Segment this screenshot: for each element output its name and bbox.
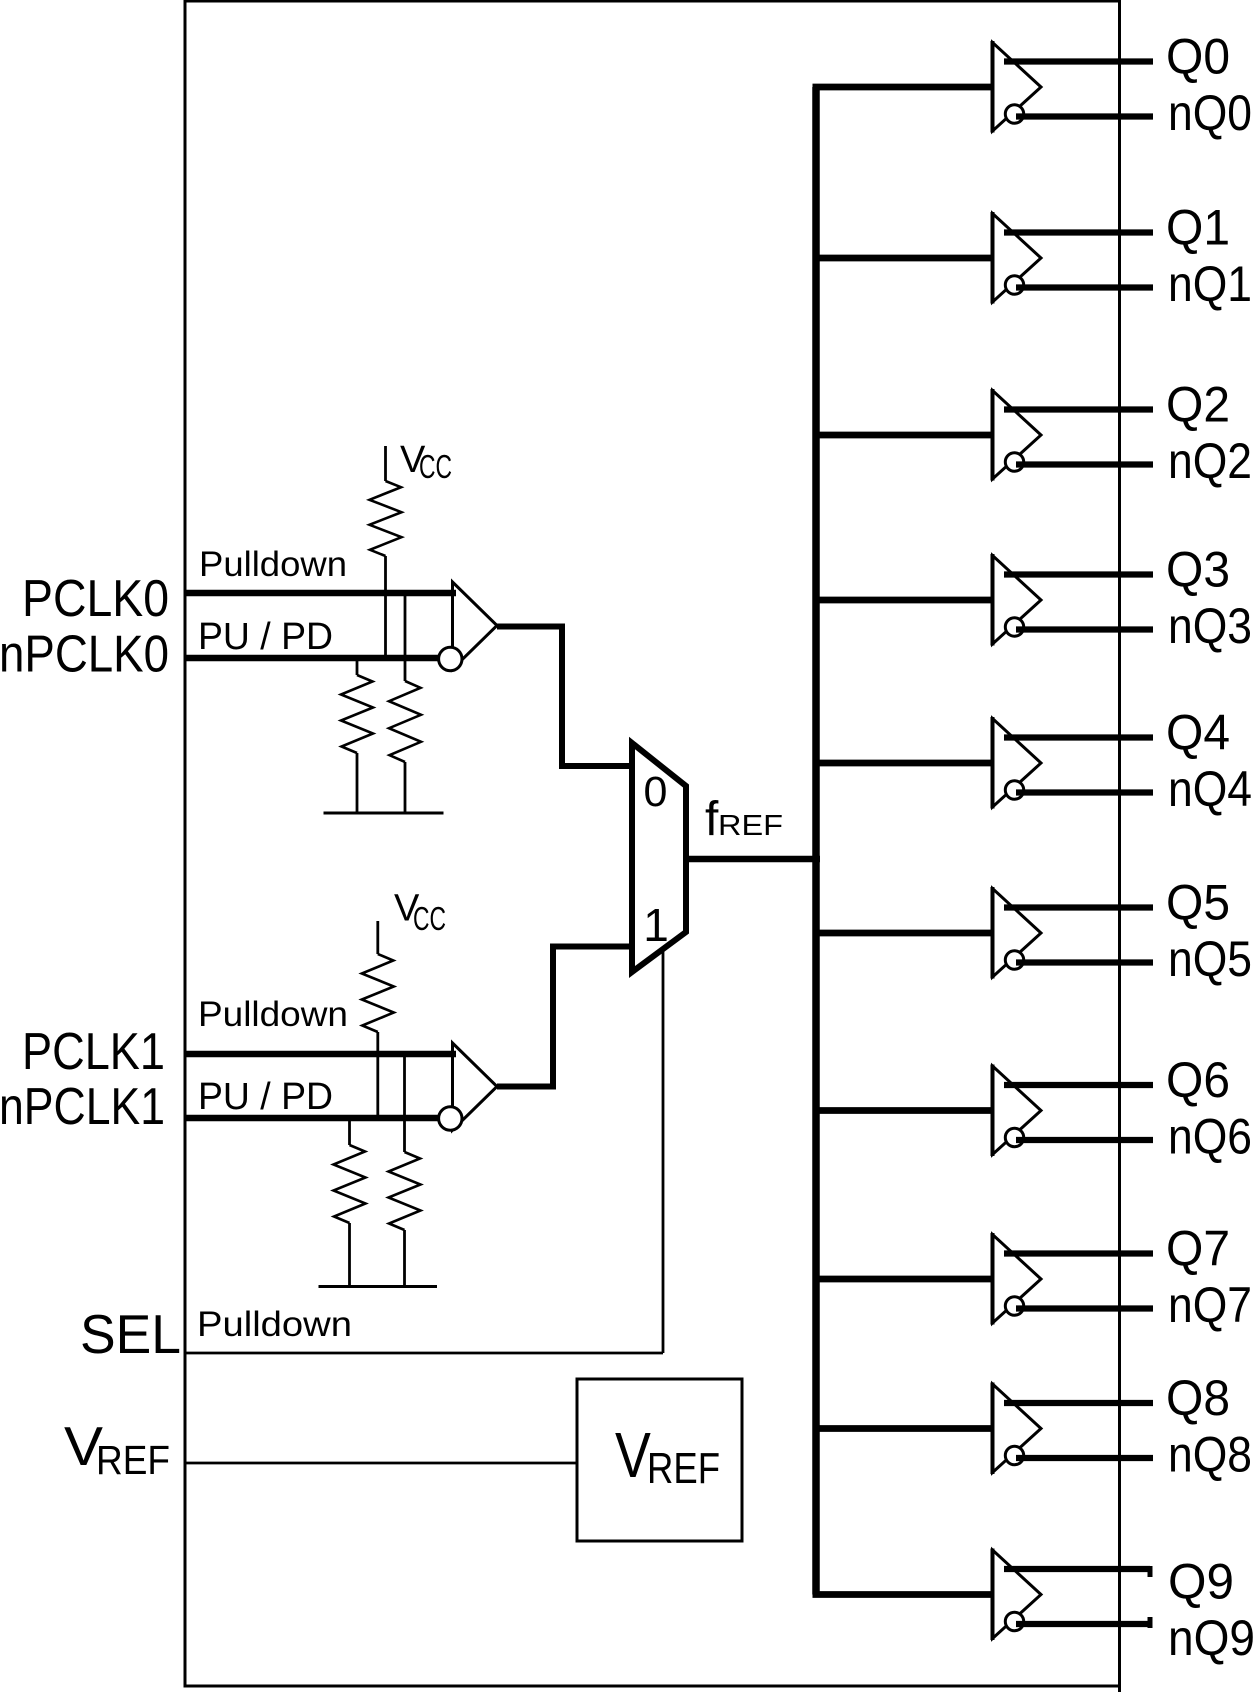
- svg-text:Pulldown: Pulldown: [199, 545, 347, 584]
- svg-text:REF: REF: [647, 1444, 720, 1493]
- svg-text:Q3: Q3: [1166, 542, 1230, 598]
- svg-text:Q0: Q0: [1166, 29, 1230, 85]
- svg-text:Q7: Q7: [1166, 1221, 1230, 1277]
- svg-text:Pulldown: Pulldown: [197, 1305, 352, 1344]
- svg-text:1: 1: [643, 899, 669, 951]
- svg-text:nQ8: nQ8: [1168, 1427, 1252, 1483]
- svg-text:V: V: [64, 1415, 103, 1477]
- svg-text:Q1: Q1: [1166, 200, 1230, 256]
- svg-text:REF: REF: [718, 810, 783, 842]
- svg-text:V: V: [615, 1419, 651, 1492]
- svg-text:Pulldown: Pulldown: [198, 995, 348, 1034]
- svg-text:SEL: SEL: [80, 1303, 181, 1365]
- svg-text:Q5: Q5: [1166, 875, 1230, 931]
- svg-text:nPCLK0: nPCLK0: [0, 626, 169, 684]
- svg-text:nQ3: nQ3: [1168, 598, 1252, 654]
- svg-text:nQ2: nQ2: [1168, 433, 1252, 489]
- svg-text:REF: REF: [96, 1437, 170, 1483]
- svg-text:nQ9: nQ9: [1168, 1610, 1255, 1666]
- svg-text:f: f: [705, 793, 719, 846]
- svg-text:nQ0: nQ0: [1168, 85, 1252, 141]
- svg-text:0: 0: [644, 768, 668, 816]
- svg-text:CC: CC: [413, 900, 446, 937]
- svg-text:Q8: Q8: [1166, 1370, 1230, 1426]
- svg-text:PU / PD: PU / PD: [198, 1076, 333, 1118]
- svg-text:CC: CC: [419, 448, 452, 485]
- svg-text:Q2: Q2: [1166, 377, 1230, 433]
- svg-text:nQ4: nQ4: [1168, 761, 1252, 817]
- svg-text:V: V: [394, 888, 420, 930]
- svg-text:Q6: Q6: [1166, 1052, 1230, 1108]
- svg-text:PCLK0: PCLK0: [22, 570, 169, 628]
- svg-text:nQ7: nQ7: [1168, 1277, 1252, 1333]
- svg-text:PU / PD: PU / PD: [198, 616, 333, 658]
- svg-text:PCLK1: PCLK1: [22, 1023, 165, 1081]
- svg-text:V: V: [400, 439, 426, 481]
- svg-text:nPCLK1: nPCLK1: [0, 1078, 165, 1136]
- svg-text:nQ5: nQ5: [1168, 931, 1252, 987]
- svg-text:Q4: Q4: [1166, 705, 1230, 761]
- svg-text:Q9: Q9: [1168, 1554, 1234, 1610]
- svg-text:nQ6: nQ6: [1168, 1109, 1252, 1165]
- svg-text:nQ1: nQ1: [1168, 256, 1252, 312]
